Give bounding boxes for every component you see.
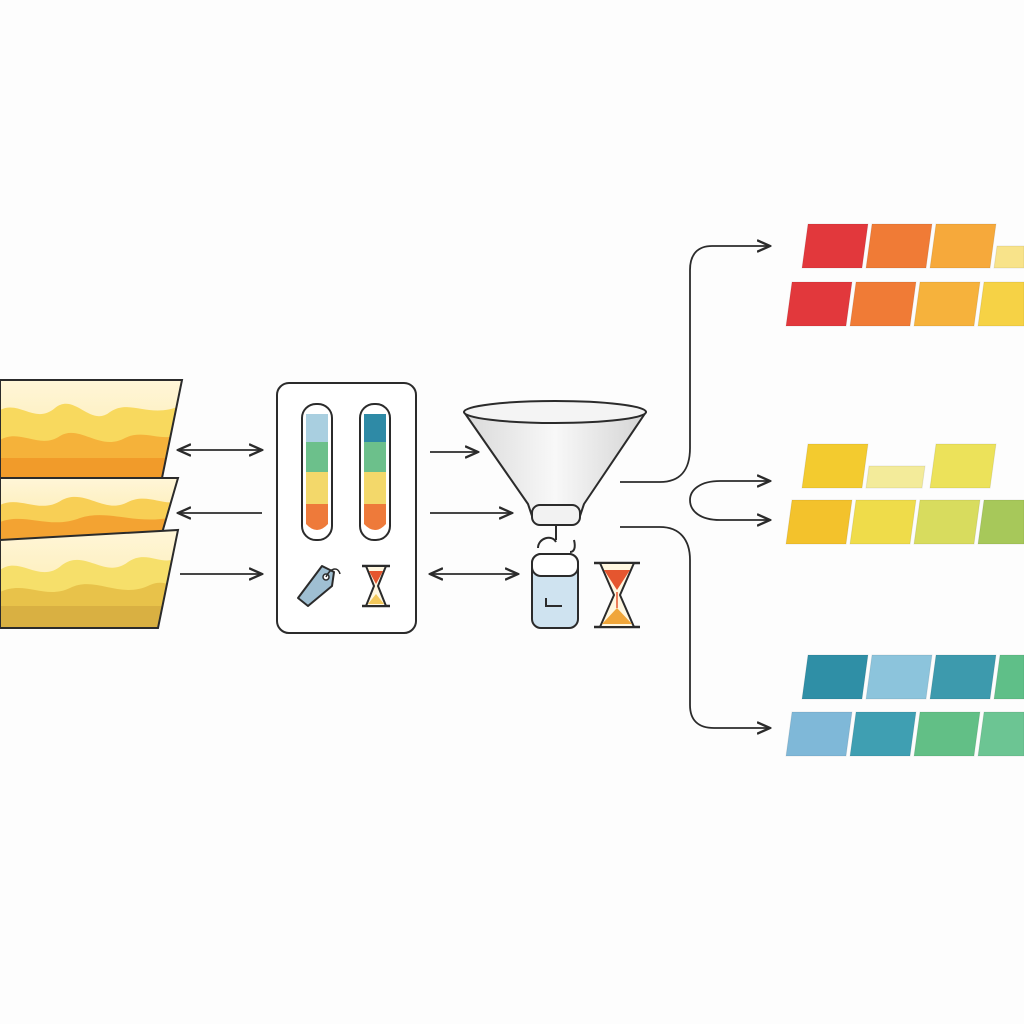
color-tile [977, 711, 1024, 757]
color-tile [801, 223, 869, 269]
jar-icon [531, 525, 579, 629]
color-tile [993, 245, 1024, 269]
connector-to-warm [620, 246, 770, 483]
color-tile [993, 654, 1024, 700]
color-tile [849, 281, 917, 327]
color-tile [929, 443, 997, 489]
color-tile [801, 654, 869, 700]
source-layer-3 [0, 528, 180, 629]
color-tile [929, 223, 997, 269]
output-group-yellow-green [785, 443, 1024, 545]
color-tile [849, 499, 917, 545]
color-tile [913, 281, 981, 327]
test-tube-icon [301, 403, 333, 541]
color-tile [929, 654, 997, 700]
color-tile [849, 711, 917, 757]
color-tile [977, 499, 1024, 545]
funnel-icon [463, 400, 647, 526]
hourglass-icon [362, 564, 390, 608]
sample-panel [276, 382, 417, 634]
output-groups [785, 223, 1024, 757]
tag-icon [297, 565, 341, 607]
color-tile [913, 499, 981, 545]
color-tile [801, 443, 869, 489]
color-tile [865, 654, 933, 700]
color-tile [865, 223, 933, 269]
color-tile [913, 711, 981, 757]
source-layer-1 [0, 379, 184, 479]
color-tile [785, 711, 853, 757]
color-tile [785, 281, 853, 327]
color-tile [865, 465, 926, 489]
color-tile [977, 281, 1024, 327]
output-group-warm [785, 223, 1024, 327]
connector-to-cool [620, 526, 770, 728]
output-group-cool [785, 654, 1024, 757]
hourglass-icon [594, 561, 640, 629]
color-tile [785, 499, 853, 545]
test-tube-icon [359, 403, 391, 541]
connector-to-yellow-top [689, 481, 770, 520]
